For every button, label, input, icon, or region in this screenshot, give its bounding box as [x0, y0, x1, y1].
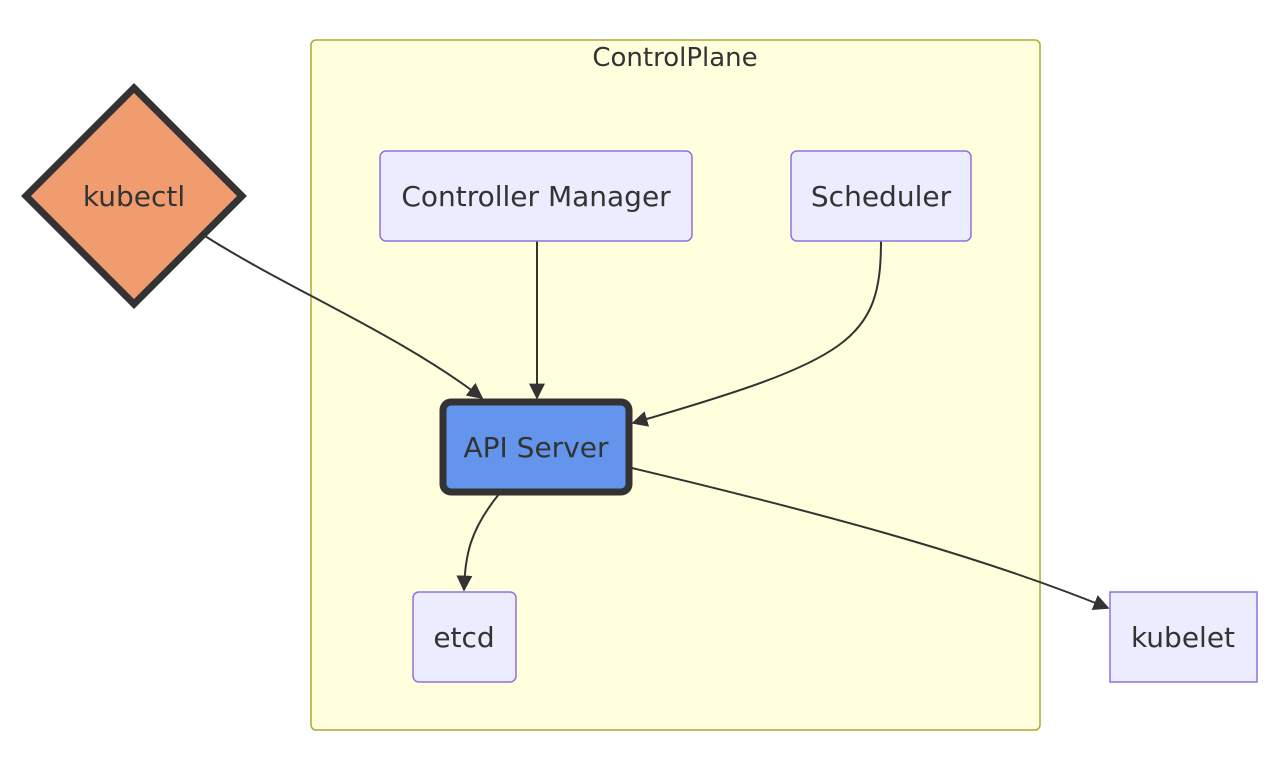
edge-scheduler-to-api-server	[631, 240, 882, 427]
etcd-box	[412, 591, 517, 683]
api-server-box	[439, 398, 633, 496]
kubectl-diamond	[21, 83, 247, 309]
scheduler-label: Scheduler	[811, 180, 952, 213]
node-controller-manager: Controller Manager	[379, 150, 693, 242]
node-etcd: etcd	[412, 591, 517, 683]
node-scheduler: Scheduler	[790, 150, 972, 242]
etcd-label: etcd	[433, 621, 494, 654]
api-server-label: API Server	[463, 431, 609, 464]
scheduler-box	[790, 150, 972, 242]
edge-kubectl-to-api-server	[204, 235, 484, 399]
edge-api-server-to-etcd	[456, 493, 500, 592]
node-kubectl: kubectl	[21, 83, 247, 309]
kubectl-label: kubectl	[83, 180, 185, 213]
edges	[204, 235, 1110, 610]
node-api-server: API Server	[439, 398, 633, 496]
controller-manager-box	[379, 150, 693, 242]
controller-manager-label: Controller Manager	[401, 180, 671, 213]
controlplane-cluster-label: ControlPlane	[592, 43, 757, 73]
kubelet-box	[1109, 591, 1258, 683]
kubelet-label: kubelet	[1131, 621, 1235, 654]
edge-api-server-to-kubelet	[631, 467, 1110, 610]
node-kubelet: kubelet	[1109, 591, 1258, 683]
